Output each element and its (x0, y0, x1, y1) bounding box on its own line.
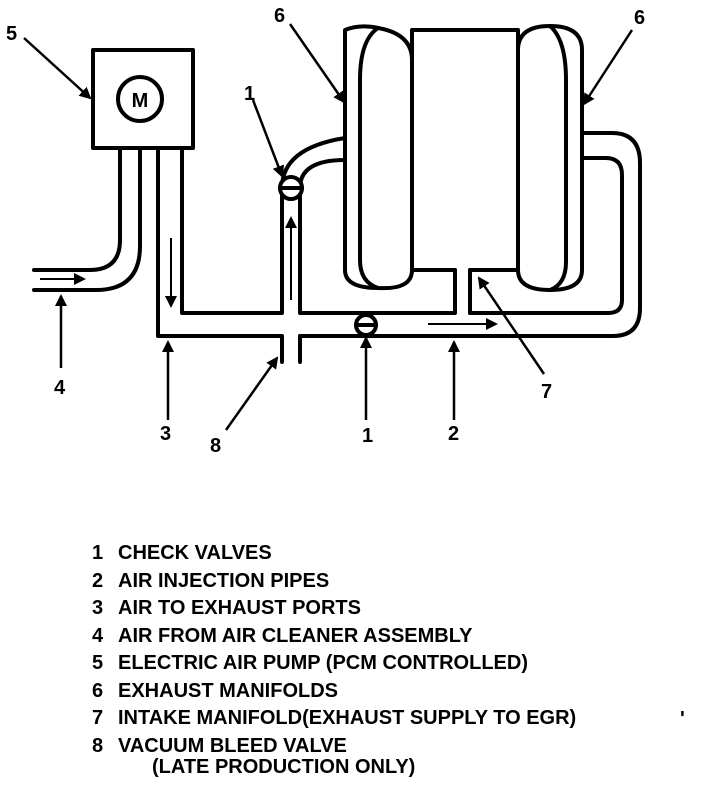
motor-label: M (132, 90, 149, 112)
air-injection-diagram: M 6 6 5 1 4 3 8 1 2 7 (6, 5, 645, 457)
air-pump-box (91, 48, 195, 150)
check-valve-lower (354, 313, 378, 337)
callout-7: 7 (541, 381, 552, 403)
callout-6-right: 6 (634, 7, 645, 29)
check-valve-upper (278, 175, 304, 201)
leader-8 (224, 356, 279, 431)
callout-3: 3 (160, 423, 171, 445)
exhaust-manifold-right (516, 24, 584, 292)
callout-1-lower: 1 (362, 425, 373, 447)
callout-5: 5 (6, 23, 17, 45)
leader-5 (23, 37, 92, 100)
leader-6-left (288, 23, 346, 104)
air-injection-pipe (298, 131, 642, 338)
leader-7 (477, 276, 546, 375)
leader-1-upper (251, 99, 285, 178)
intake-manifold (410, 28, 520, 272)
intake-pipe (32, 146, 142, 292)
stray-mark: ' (680, 708, 685, 730)
callout-2: 2 (448, 423, 459, 445)
callout-8: 8 (210, 435, 221, 457)
callout-1-upper: 1 (244, 83, 255, 105)
motor-symbol (116, 75, 164, 123)
leader-6-right (582, 29, 634, 106)
pump-outlet-pipe (156, 146, 284, 364)
legend-item-continuation: (LATE PRODUCTION ONLY) (152, 756, 416, 778)
callout-4: 4 (54, 377, 66, 399)
callout-6-left: 6 (274, 5, 285, 27)
exhaust-manifold-left (343, 24, 414, 291)
